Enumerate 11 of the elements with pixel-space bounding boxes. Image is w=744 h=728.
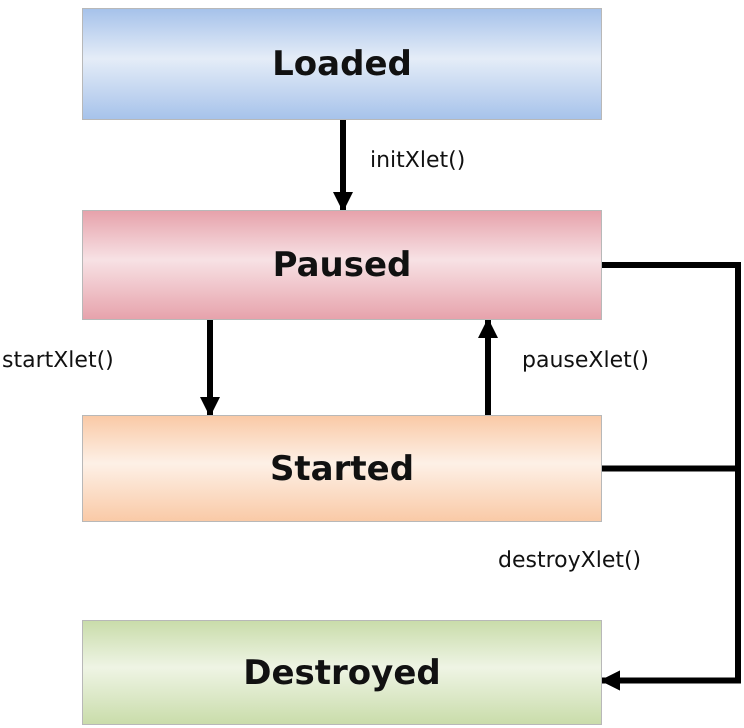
arrow — [333, 120, 353, 212]
state-box — [82, 8, 602, 120]
state-box — [82, 210, 602, 320]
arrow — [200, 320, 220, 417]
state-name: Started — [270, 448, 414, 488]
state-name: Loaded — [272, 44, 412, 84]
state-box — [82, 415, 602, 522]
state-name: Destroyed — [243, 652, 441, 692]
arrow — [478, 318, 498, 415]
state-name: Paused — [272, 245, 412, 285]
state-box — [82, 620, 602, 725]
